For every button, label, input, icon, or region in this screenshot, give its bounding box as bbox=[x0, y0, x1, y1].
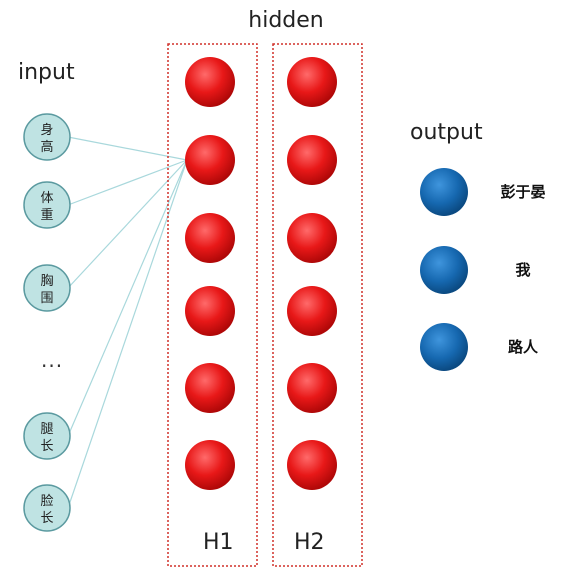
connection-line bbox=[67, 159, 188, 509]
hidden-node-h1 bbox=[185, 135, 235, 185]
hidden-node-h2 bbox=[287, 57, 337, 107]
input-connections bbox=[67, 136, 188, 509]
hidden-title: hidden bbox=[248, 8, 324, 33]
input-node-circle bbox=[23, 484, 71, 532]
hidden-node-h2 bbox=[287, 135, 337, 185]
hidden-node-h2 bbox=[287, 286, 337, 336]
h1-label: H1 bbox=[203, 530, 234, 555]
output-title: output bbox=[410, 120, 483, 145]
input-node-label-1: 腿 bbox=[40, 422, 53, 437]
h2-layer-box bbox=[272, 43, 363, 567]
connection-line bbox=[67, 136, 188, 161]
input-node-circle bbox=[23, 181, 71, 229]
input-ellipsis: ... bbox=[41, 348, 64, 372]
input-node-label-1: 体 bbox=[40, 191, 53, 206]
input-node-label-1: 身 bbox=[40, 122, 53, 138]
hidden-nodes bbox=[185, 57, 337, 490]
output-label: 彭于晏 bbox=[500, 183, 545, 201]
hidden-node-h1 bbox=[185, 440, 235, 490]
hidden-node-h2 bbox=[287, 213, 337, 263]
hidden-node-h2 bbox=[287, 363, 337, 413]
hidden-node-h1 bbox=[185, 57, 235, 107]
connection-line bbox=[67, 159, 188, 289]
output-label: 路人 bbox=[508, 338, 539, 356]
input-node: 体重 bbox=[23, 181, 71, 229]
output-node bbox=[420, 168, 468, 216]
hidden-node-h2 bbox=[287, 440, 337, 490]
hidden-node-h1 bbox=[185, 363, 235, 413]
h1-layer-box bbox=[167, 43, 258, 567]
input-node-label-1: 胸 bbox=[40, 274, 53, 289]
hidden-node-h1 bbox=[185, 286, 235, 336]
input-node: 身高 bbox=[23, 113, 71, 161]
hidden-node-h1 bbox=[185, 213, 235, 263]
input-node-label-2: 长 bbox=[40, 439, 53, 454]
output-node bbox=[420, 246, 468, 294]
input-node-label-1: 脸 bbox=[40, 494, 53, 509]
connection-line bbox=[67, 159, 188, 437]
input-node-label-2: 高 bbox=[40, 139, 53, 155]
input-title: input bbox=[18, 60, 75, 85]
connection-line bbox=[67, 159, 188, 206]
input-node-circle bbox=[23, 264, 71, 312]
input-node: 胸围 bbox=[23, 264, 71, 312]
input-node-label-2: 重 bbox=[40, 207, 53, 223]
input-node-circle bbox=[23, 113, 71, 161]
input-node-label-2: 长 bbox=[40, 511, 53, 526]
output-node bbox=[420, 323, 468, 371]
output-label: 我 bbox=[515, 261, 530, 279]
h2-label: H2 bbox=[294, 530, 325, 555]
input-node: 脸长 bbox=[23, 484, 71, 532]
input-node-circle bbox=[23, 412, 71, 460]
input-node: 腿长 bbox=[23, 412, 71, 460]
input-node-label-2: 围 bbox=[40, 291, 53, 306]
